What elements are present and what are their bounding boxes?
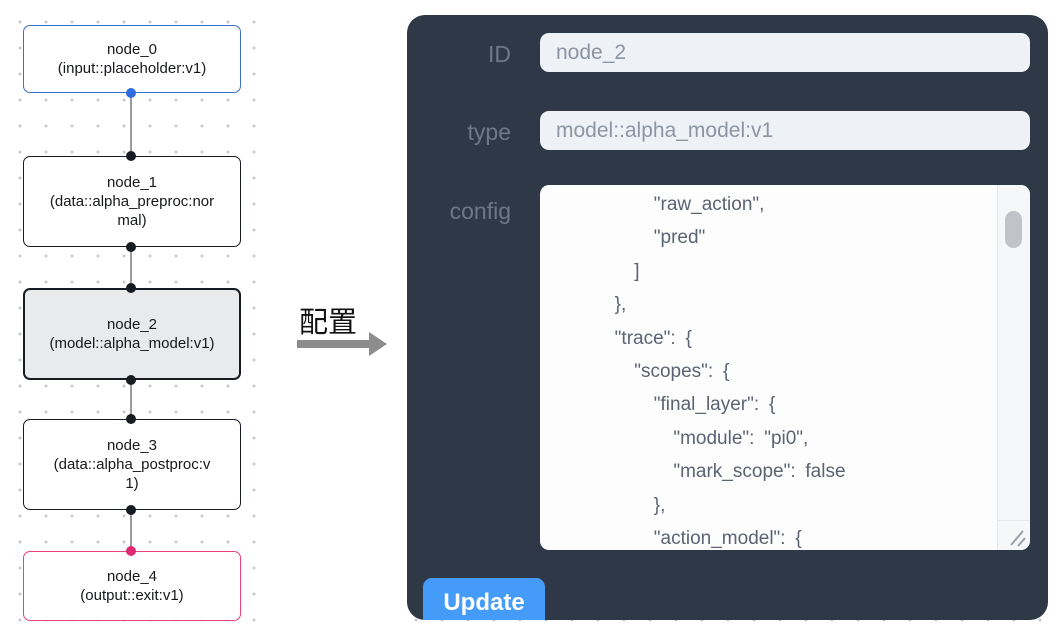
node-title: node_2 bbox=[106, 316, 158, 333]
config-json-text: "raw_action", "pred" ] }, "trace": { "sc… bbox=[614, 194, 846, 550]
edge-node3-node4 bbox=[130, 510, 132, 551]
node-title: node_0 bbox=[106, 41, 158, 58]
node-handle-source-node_1[interactable] bbox=[126, 242, 136, 252]
node-title: node_3 bbox=[106, 437, 158, 454]
right-arrow-head-icon bbox=[369, 332, 387, 356]
right-arrow-icon bbox=[297, 340, 371, 348]
flow-node-node_4[interactable]: node_4 (output::exit:v1) bbox=[23, 551, 241, 621]
config-label: config bbox=[449, 198, 511, 224]
flow-node-node_1[interactable]: node_1 (data::alpha_preproc:normal) bbox=[23, 156, 241, 247]
node-subtitle: (input::placeholder:v1) bbox=[57, 60, 207, 77]
node-handle-target-node_1[interactable] bbox=[126, 151, 136, 161]
scrollbar[interactable] bbox=[997, 185, 1030, 550]
scrollbar-thumb[interactable] bbox=[1005, 211, 1022, 248]
id-input[interactable] bbox=[540, 33, 1030, 72]
type-input[interactable] bbox=[540, 111, 1030, 150]
node-subtitle: (data::alpha_postproc:v1) bbox=[53, 456, 211, 492]
edge-node0-node1 bbox=[130, 93, 132, 156]
config-panel: ID type config "raw_action", "pred" ] },… bbox=[407, 15, 1048, 620]
node-subtitle: (model::alpha_model:v1) bbox=[49, 335, 215, 352]
flow-node-node_0[interactable]: node_0 (input::placeholder:v1) bbox=[23, 25, 241, 93]
type-label: type bbox=[467, 119, 511, 145]
config-arrow-label: 配置 bbox=[299, 307, 358, 339]
node-handle-target-node_4[interactable] bbox=[126, 546, 136, 556]
node-title: node_1 bbox=[106, 174, 158, 191]
node-subtitle: (output::exit:v1) bbox=[80, 587, 184, 604]
config-textarea[interactable]: "raw_action", "pred" ] }, "trace": { "sc… bbox=[540, 185, 1030, 550]
edge-node1-node2 bbox=[130, 247, 132, 288]
flow-node-node_3[interactable]: node_3 (data::alpha_postproc:v1) bbox=[23, 419, 241, 510]
node-handle-target-node_2[interactable] bbox=[126, 283, 136, 293]
edge-node2-node3 bbox=[130, 380, 132, 419]
node-handle-source-node_3[interactable] bbox=[126, 505, 136, 515]
flow-node-node_2-selected[interactable]: node_2 (model::alpha_model:v1) bbox=[23, 288, 241, 380]
node-handle-source-node_0[interactable] bbox=[126, 88, 136, 98]
node-handle-target-node_3[interactable] bbox=[126, 414, 136, 424]
node-title: node_4 bbox=[106, 568, 158, 585]
update-button[interactable]: Update bbox=[423, 578, 545, 620]
node-subtitle: (data::alpha_preproc:normal) bbox=[49, 193, 215, 229]
id-label: ID bbox=[488, 41, 511, 67]
node-handle-source-node_2[interactable] bbox=[126, 375, 136, 385]
resize-handle-icon[interactable] bbox=[997, 520, 1030, 550]
